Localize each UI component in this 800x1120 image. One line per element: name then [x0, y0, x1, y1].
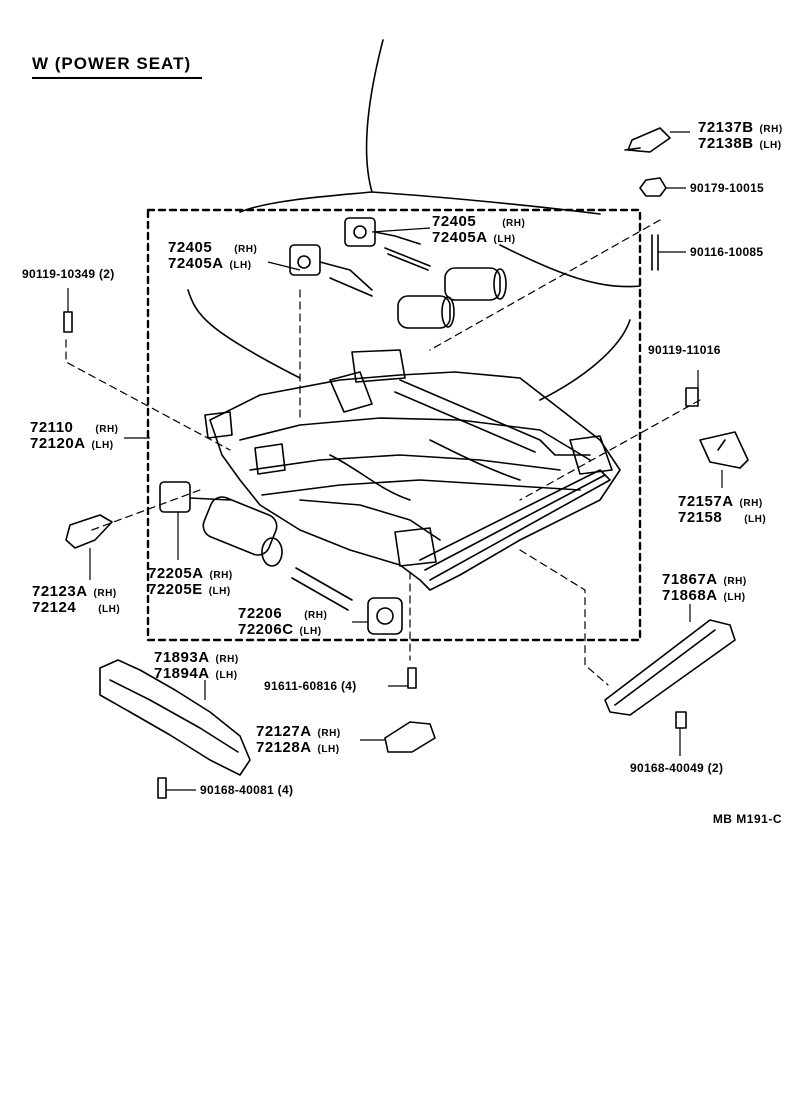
rh-suffix: (RH)	[304, 610, 328, 621]
rh-suffix: (RH)	[739, 498, 763, 509]
part-label-72127a: 72127A (RH)	[256, 724, 341, 740]
part-number-lh: 72158	[678, 509, 723, 526]
rh-suffix: (RH)	[95, 424, 119, 435]
part-label-72138b: 72138B (LH)	[698, 136, 782, 152]
rh-suffix: (RH)	[759, 124, 783, 135]
rh-suffix: (RH)	[502, 218, 526, 229]
part-label-72120a: 72120A (LH)	[30, 436, 114, 452]
part-label-90168-40081: 90168-40081 (4)	[200, 783, 294, 797]
part-label-72205e: 72205E (LH)	[148, 582, 231, 598]
lh-suffix: (LH)	[723, 592, 746, 603]
rh-suffix: (RH)	[234, 244, 258, 255]
part-number-lh: 72124	[32, 599, 77, 616]
lh-suffix: (LH)	[493, 234, 516, 245]
part-label-71893a: 71893A (RH)	[154, 650, 239, 666]
rh-suffix: (RH)	[215, 654, 239, 665]
part-label-72124: 72124 (LH)	[32, 600, 120, 616]
title-underline	[32, 77, 202, 79]
lh-suffix: (LH)	[98, 604, 121, 615]
part-label-71867a: 71867A (RH)	[662, 572, 747, 588]
part-label-72123a: 72123A (RH)	[32, 584, 117, 600]
part-label-72206: 72206 (RH)	[238, 606, 327, 622]
part-number-rh: 71893A	[154, 649, 210, 666]
rh-suffix: (RH)	[723, 576, 747, 587]
part-number-rh: 72110	[30, 419, 74, 436]
part-label-72405-top-rh: 72405 (RH)	[432, 214, 525, 230]
part-number-rh: 72123A	[32, 583, 88, 600]
rh-suffix: (RH)	[317, 728, 341, 739]
lh-suffix: (LH)	[299, 626, 322, 637]
lh-suffix: (LH)	[229, 260, 252, 271]
part-label-72110: 72110 (RH)	[30, 420, 119, 436]
part-label-71868a: 71868A (LH)	[662, 588, 746, 604]
part-number-rh: 72206	[238, 605, 283, 622]
lh-suffix: (LH)	[208, 586, 231, 597]
part-label-71894a: 71894A (LH)	[154, 666, 238, 682]
part-label-90179-10015: 90179-10015	[690, 181, 765, 195]
part-label-72405a-left-lh: 72405A (LH)	[168, 256, 252, 272]
part-label-91611-60816: 91611-60816 (4)	[264, 679, 357, 693]
part-number-rh: 72137B	[698, 119, 754, 136]
part-number-rh: 72157A	[678, 493, 734, 510]
lh-suffix: (LH)	[91, 440, 114, 451]
part-label-72157a: 72157A (RH)	[678, 494, 763, 510]
part-label-72158: 72158 (LH)	[678, 510, 766, 526]
lh-suffix: (LH)	[744, 514, 767, 525]
lh-suffix: (LH)	[215, 670, 238, 681]
part-number-lh: 72128A	[256, 739, 312, 756]
part-label-90116-10085: 90116-10085	[690, 245, 764, 259]
part-number-lh: 72120A	[30, 435, 86, 452]
part-number-lh: 72405A	[432, 229, 488, 246]
rh-suffix: (RH)	[93, 588, 117, 599]
part-label-72205a: 72205A (RH)	[148, 566, 233, 582]
part-label-90119-10349: 90119-10349 (2)	[22, 267, 115, 281]
diagram-code: MB M191-C	[712, 812, 782, 826]
part-label-72137b: 72137B (RH)	[698, 120, 783, 136]
part-number-rh: 72205A	[148, 565, 204, 582]
part-number-lh: 72205E	[148, 581, 203, 598]
part-label-72128a: 72128A (LH)	[256, 740, 340, 756]
part-label-72206c: 72206C (LH)	[238, 622, 322, 638]
part-number-lh: 71894A	[154, 665, 210, 682]
part-number-rh: 72405	[168, 239, 213, 256]
part-number-lh: 72138B	[698, 135, 754, 152]
part-label-90168-40049: 90168-40049 (2)	[630, 761, 724, 775]
part-label-90119-11016: 90119-11016	[648, 343, 721, 357]
part-number-lh: 72405A	[168, 255, 224, 272]
rh-suffix: (RH)	[209, 570, 233, 581]
diagram-title: W (POWER SEAT)	[32, 54, 192, 73]
part-number-lh: 72206C	[238, 621, 294, 638]
part-number-rh: 72405	[432, 213, 477, 230]
part-label-72405a-top-lh: 72405A (LH)	[432, 230, 516, 246]
part-number-rh: 71867A	[662, 571, 718, 588]
lh-suffix: (LH)	[317, 744, 340, 755]
part-number-lh: 71868A	[662, 587, 718, 604]
part-number-rh: 72127A	[256, 723, 312, 740]
part-label-72405-left-rh: 72405 (RH)	[168, 240, 257, 256]
lh-suffix: (LH)	[759, 140, 782, 151]
